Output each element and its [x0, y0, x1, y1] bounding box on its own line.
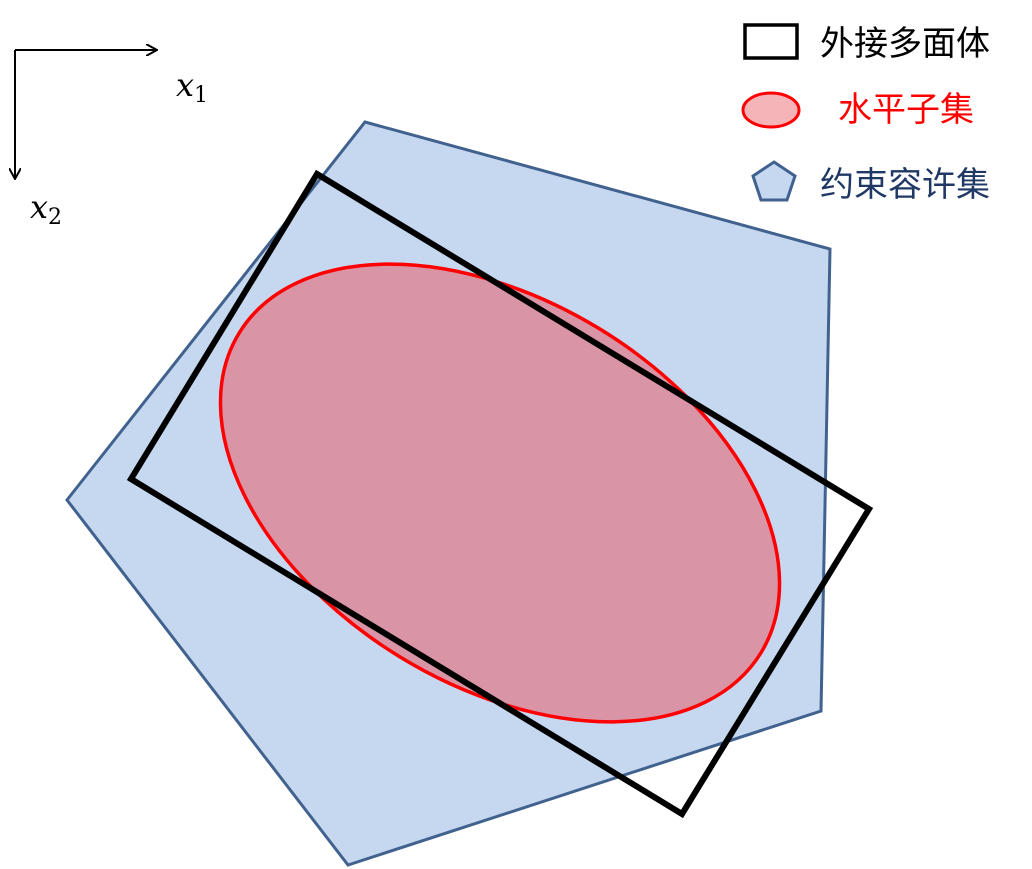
x2-axis-label: x2: [30, 188, 62, 230]
coordinate-axes: x1 x2: [15, 50, 208, 230]
x2-symbol: x: [30, 188, 48, 226]
x1-symbol: x: [176, 66, 194, 104]
legend: 外接多面体 水平子集 约束容许集: [741, 23, 990, 205]
x1-subscript: 1: [194, 83, 208, 108]
legend-swatch-level-subset: [741, 91, 801, 129]
legend-label-constraint-set: 约束容许集: [820, 165, 990, 205]
x1-axis-label: x1: [176, 66, 208, 108]
legend-swatch-constraint-set: [751, 160, 797, 202]
level-subset-ellipse: [218, 262, 782, 724]
legend-swatch-polytope: [743, 23, 799, 60]
circumscribed-polytope: [126, 169, 874, 819]
x2-subscript: 2: [48, 205, 62, 230]
legend-label-polytope: 外接多面体: [820, 24, 990, 64]
legend-label-level-subset: 水平子集: [838, 90, 974, 130]
